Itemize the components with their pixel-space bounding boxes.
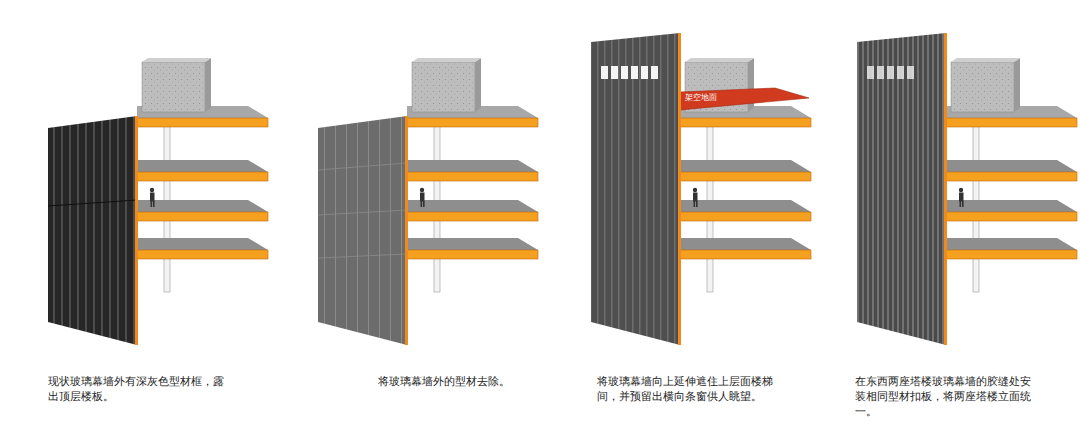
step-caption: 现状玻璃幕墙外有深灰色型材框，露出顶层楼板。 [48, 374, 234, 404]
step-caption: 将玻璃幕墙向上延伸遮住上层面楼梯间，并预留出横向条窗供人眺望。 [597, 374, 773, 404]
step-caption: 将玻璃幕墙外的型材去除。 [378, 374, 578, 389]
roof-label: 架空地面 [685, 93, 717, 103]
step-caption: 在东西两座塔楼玻璃幕墙的胶缝处安装相同型材扣板，将两座塔楼立面统一。 [855, 374, 1041, 420]
